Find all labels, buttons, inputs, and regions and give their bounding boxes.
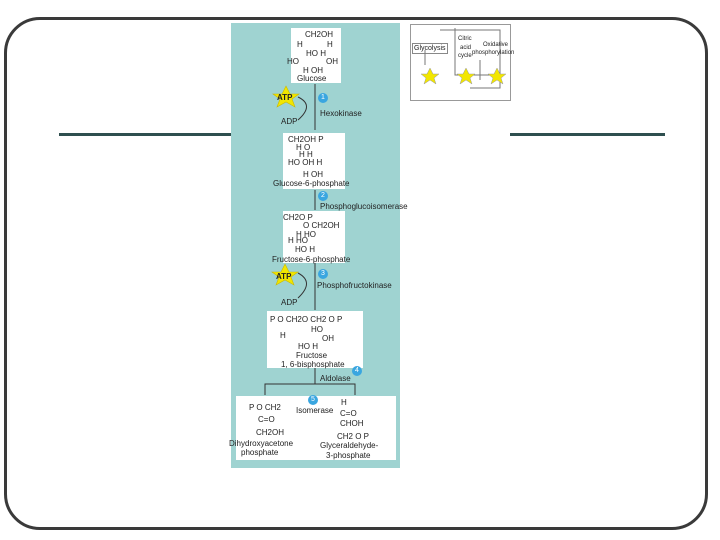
title-rule-right [510, 133, 665, 136]
inset-oxphos-label-b: phosphorylation [472, 50, 515, 56]
f6p-o-ch2oh: O CH2OH [303, 221, 340, 230]
f16bp-name-b: 1, 6-bisphosphate [281, 360, 345, 369]
f16bp-h: H [280, 331, 286, 340]
g6p-h-o: H O [296, 143, 311, 152]
atp-star-3 [271, 263, 299, 286]
dhap-top: P O CH2 [249, 403, 281, 412]
dhap-co: C=O [258, 415, 275, 424]
step1-atp-label: ATP [277, 93, 293, 102]
step3-number: 3 [318, 269, 328, 279]
f6p-ho-h: HO H [295, 245, 315, 254]
inset-glycolysis-label: Glycolysis [412, 43, 448, 54]
step1-enzyme: Hexokinase [320, 109, 362, 118]
inset-atp-star-3 [487, 67, 507, 85]
inset-citric-label-b: acid [460, 45, 472, 51]
inset-citric-label-c: cycle [458, 53, 472, 59]
title-rule-left [59, 133, 231, 136]
dhap-name-b: phosphate [241, 448, 279, 457]
g3p-choh: CHOH [340, 419, 364, 428]
glucose-h-oh: H OH [303, 66, 323, 75]
f16bp-ho: HO [311, 325, 323, 334]
slide-frame [4, 17, 708, 530]
atp-star-1 [272, 85, 300, 108]
inset-oxphos-label-a: Oxidative [483, 42, 509, 48]
step3-enzyme: Phosphofructokinase [317, 281, 392, 290]
f6p-h-ho-lower: H HO [288, 236, 308, 245]
g3p-ch2o-p: CH2 O P [337, 432, 370, 441]
f16bp-top: P O CH2O CH2 O P [270, 315, 343, 324]
glucose-h-left: H [297, 40, 303, 49]
glucose-h-right: H [327, 40, 333, 49]
step5-enzyme: Isomerase [296, 406, 334, 415]
f16bp-ho-h: HO H [298, 342, 318, 351]
glucose-name: Glucose [297, 74, 327, 83]
g6p-h-oh: H OH [303, 170, 323, 179]
step3-adp-label: ADP [281, 298, 298, 307]
glucose-box [291, 28, 341, 83]
step4-enzyme: Aldolase [320, 374, 351, 383]
glucose-ch2oh: CH2OH [305, 30, 334, 39]
dhap-name-a: Dihydroxyacetone [229, 439, 294, 448]
glucose-6-phosphate-box [283, 133, 345, 189]
glucose-ho: HO [287, 57, 299, 66]
step2-enzyme: Phosphoglucoisomerase [320, 202, 408, 211]
g3p-co: C=O [340, 409, 357, 418]
glucose-ho-h: HO H [306, 49, 326, 58]
step1-adp-label: ADP [281, 117, 298, 126]
step1-number: 1 [318, 93, 328, 103]
step3-atp-label: ATP [276, 272, 292, 281]
fructose-bisphosphate-box [267, 311, 363, 368]
step4-number: 4 [352, 366, 362, 376]
f16bp-name-a: Fructose [296, 351, 328, 360]
step5-number: 5 [308, 395, 318, 405]
g3p-h: H [341, 398, 347, 407]
f16bp-oh: OH [322, 334, 334, 343]
inset-atp-star-2 [456, 67, 476, 85]
g3p-name-a: Glyceraldehyde- [320, 441, 379, 450]
g6p-name: Glucose-6-phosphate [273, 179, 350, 188]
fructose-6-phosphate-box [283, 211, 345, 263]
f6p-name: Fructose-6-phosphate [272, 255, 351, 264]
glucose-oh: OH [326, 57, 338, 66]
g6p-ho-oh: HO OH H [288, 158, 323, 167]
dhap-ch2oh: CH2OH [256, 428, 285, 437]
inset-citric-label-a: Citric [458, 36, 472, 42]
step2-number: 2 [318, 191, 328, 201]
g3p-name-b: 3-phosphate [326, 451, 371, 460]
products-box [236, 396, 396, 460]
f6p-ch2o-p: CH2O P [283, 213, 313, 222]
f6p-h-ho: H HO [296, 230, 316, 239]
inset-atp-star-1 [420, 67, 440, 85]
g6p-ch2oh-p: CH2OH P [288, 135, 324, 144]
g6p-h-h: H H [299, 150, 313, 159]
